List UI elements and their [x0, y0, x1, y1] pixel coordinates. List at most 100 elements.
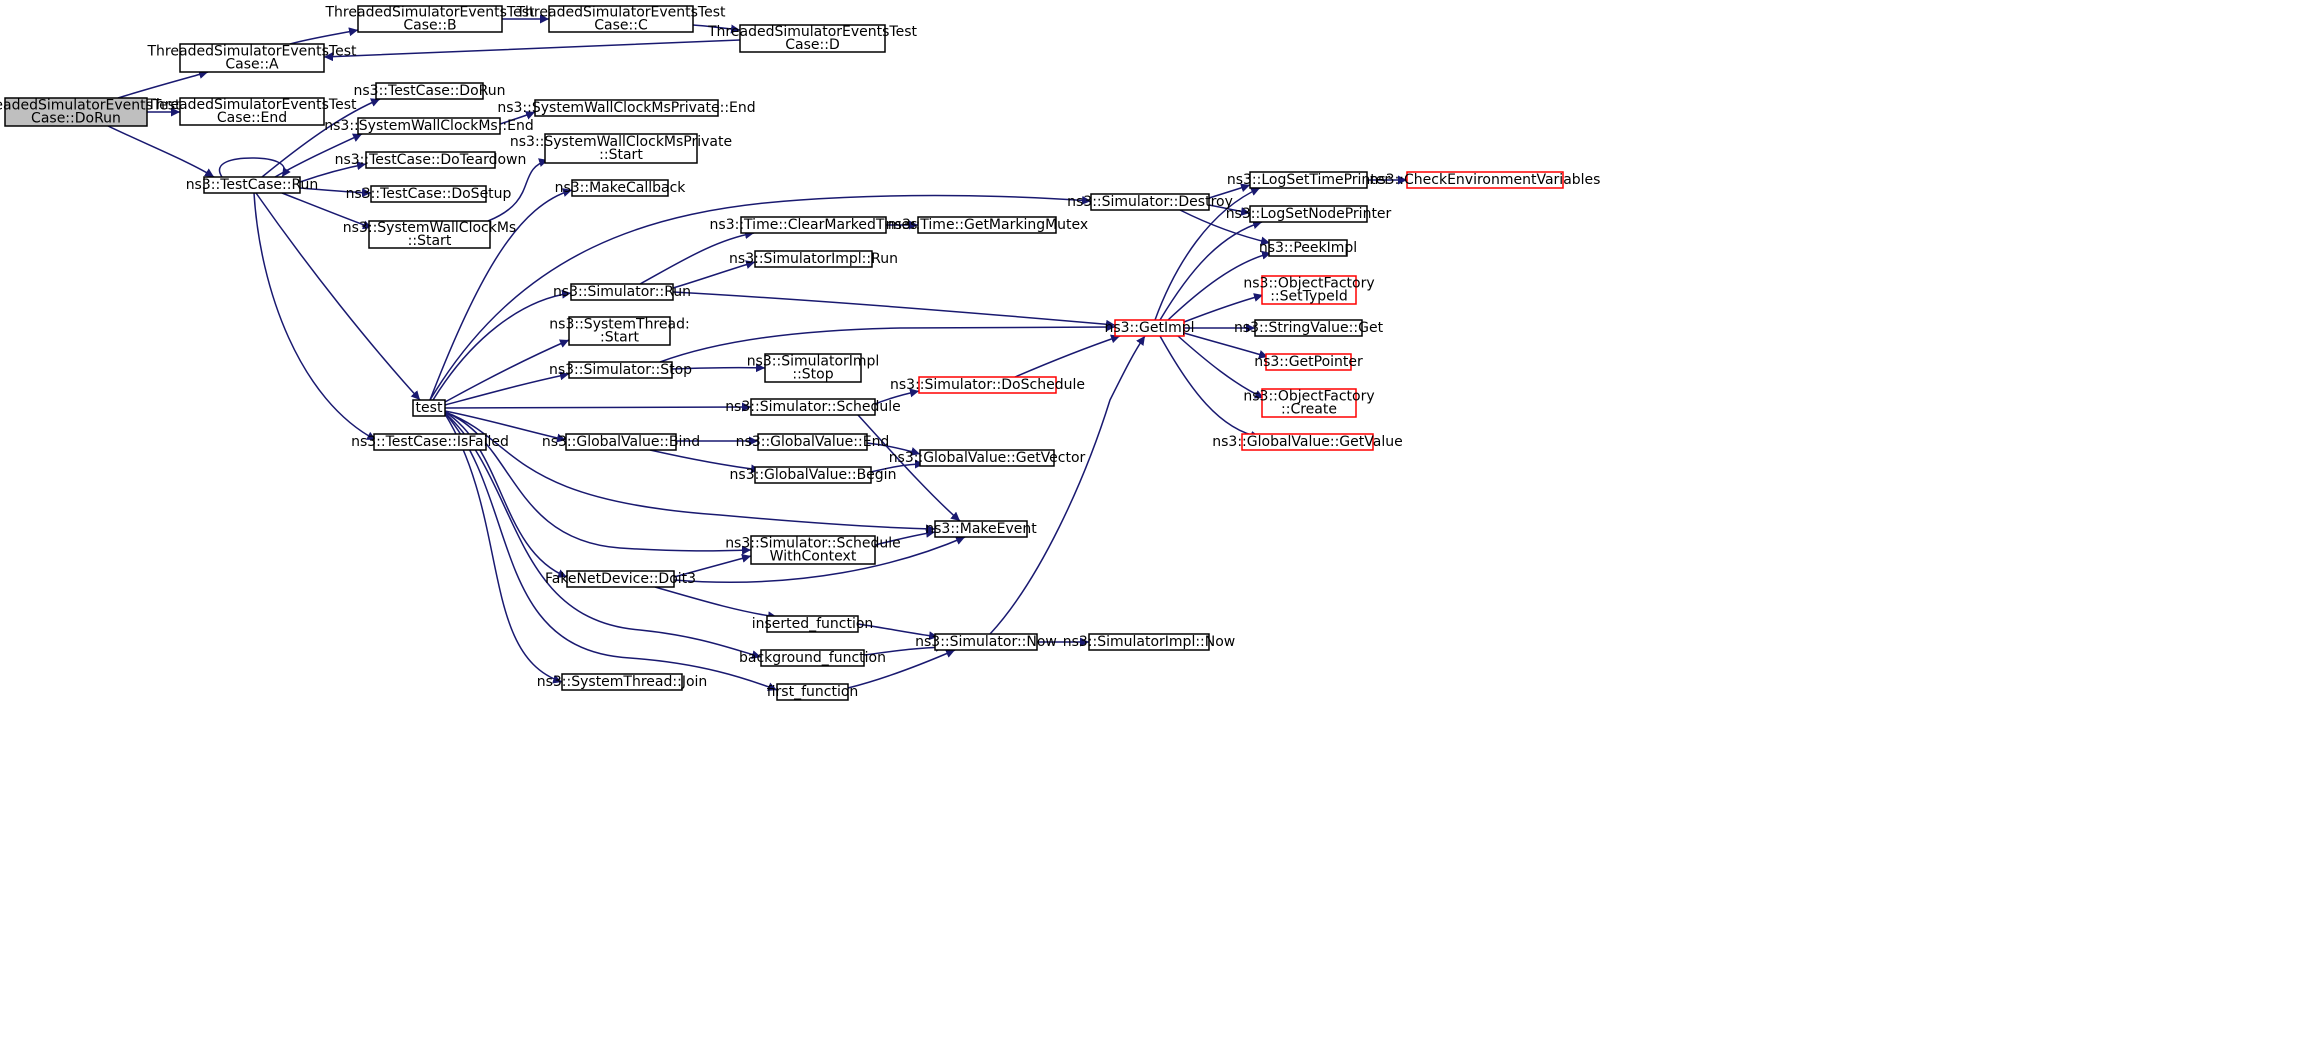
node-simimpl_run[interactable]: ns3::SimulatorImpl::Run [729, 250, 898, 268]
node-box [412, 399, 446, 417]
node-swc_end[interactable]: ns3::SystemWallClockMs::End [324, 117, 534, 135]
node-simimpl_now[interactable]: ns3::SimulatorImpl::Now [1063, 633, 1236, 651]
node-tc_isfailed[interactable]: ns3::TestCase::IsFailed [351, 433, 509, 451]
edge-inserted_fn-to-sim_now [857, 623, 939, 641]
node-check_env[interactable]: ns3::CheckEnvironmentVariables [1370, 171, 1601, 189]
node-box [1261, 388, 1357, 418]
node-background_fn[interactable]: background_function [739, 649, 886, 667]
node-gv_getvalue[interactable]: ns3::GlobalValue::GetValue [1212, 433, 1403, 451]
node-label: ns3::SystemWallClockMsPrivate [510, 134, 732, 150]
node-label: ns3::CheckEnvironmentVariables [1370, 172, 1601, 188]
node-inserted_fn[interactable]: inserted_function [752, 615, 874, 633]
node-label: ns3::MakeEvent [925, 521, 1037, 537]
node-box [365, 151, 496, 169]
edge-tc_run-to-swc_start [281, 192, 373, 230]
node-label: ns3::Simulator::Stop [549, 362, 692, 378]
node-simimpl_stop[interactable]: ns3::SimulatorImpl::Stop [747, 353, 880, 383]
node-label: Case::A [225, 57, 279, 73]
node-tc_setup[interactable]: ns3::TestCase::DoSetup [346, 185, 512, 203]
node-tc_dorun[interactable]: ns3::TestCase::DoRun [354, 82, 506, 100]
edge-tc_run-to-tc_isfailed [253, 192, 377, 441]
node-sv_get[interactable]: ns3::StringValue::Get [1234, 319, 1384, 337]
node-label: ns3::PeekImpl [1259, 240, 1357, 256]
node-label: ns3::TestCase::DoTeardown [335, 152, 527, 168]
edge-test-to-sim_destroy [429, 194, 1092, 401]
node-gv_end[interactable]: ns3::GlobalValue::End [736, 433, 890, 451]
node-label: ns3::GlobalValue::Begin [730, 467, 897, 483]
edge-tc_run-to-tc_teardown [299, 161, 367, 183]
node-label: ns3::Simulator::Destroy [1067, 194, 1233, 210]
edge-test-to-sim_schedule [444, 402, 752, 412]
edge-dorun_root-to-tc_run [107, 125, 215, 178]
node-box [548, 5, 694, 33]
node-make_event[interactable]: ns3::MakeEvent [925, 520, 1037, 538]
node-box [934, 633, 1038, 651]
edge-test-to-make_callback [429, 188, 573, 401]
node-make_callback[interactable]: ns3::MakeCallback [555, 179, 687, 197]
node-label: Case::End [217, 110, 287, 126]
node-st_join[interactable]: ns3::SystemThread::Join [537, 673, 708, 691]
node-label: ::Start [408, 233, 452, 249]
node-label: ns3::SystemWallClockMs [343, 220, 516, 236]
node-box [4, 97, 148, 127]
edge-test-to-background_fn [444, 412, 762, 660]
node-sim_destroy[interactable]: ns3::Simulator::Destroy [1067, 193, 1233, 211]
node-sim_run[interactable]: ns3::Simulator::Run [553, 283, 691, 301]
node-box [568, 316, 671, 346]
edge-test-to-fake_doit3 [444, 411, 568, 578]
edge-test-to-gv_bind [444, 410, 567, 443]
node-time_clear[interactable]: ns3::Time::ClearMarkedTimes [710, 216, 918, 234]
node-label: ns3::SystemThread::Join [537, 674, 708, 690]
edge-sim_now-to-get_impl [989, 335, 1146, 635]
node-box [1249, 205, 1368, 223]
node-sim_stop[interactable]: ns3::Simulator::Stop [549, 361, 692, 379]
edge-tc_run-to-tc_dorun [261, 98, 381, 178]
node-test[interactable]: test [412, 399, 446, 417]
node-of_create[interactable]: ns3::ObjectFactory::Create [1243, 388, 1375, 418]
node-peek_impl[interactable]: ns3::PeekImpl [1259, 239, 1357, 257]
node-label: inserted_function [752, 616, 874, 632]
edge-tc_run-to-tc_setup [299, 187, 372, 198]
node-tc_teardown[interactable]: ns3::TestCase::DoTeardown [335, 151, 527, 169]
node-get_pointer[interactable]: ns3::GetPointer [1254, 353, 1363, 371]
node-log_node[interactable]: ns3::LogSetNodePrinter [1226, 205, 1392, 223]
edge-test-to-sim_run [432, 289, 572, 401]
node-log_time[interactable]: ns3::LogSetTimePrinter [1227, 171, 1391, 189]
edge-get_impl-to-log_time [1154, 187, 1261, 321]
node-of_settypeid[interactable]: ns3::ObjectFactory::SetTypeId [1243, 275, 1375, 305]
node-time_mutex[interactable]: ns3::Time::GetMarkingMutex [886, 216, 1088, 234]
node-box [203, 176, 301, 194]
node-gv_bind[interactable]: ns3::GlobalValue::Bind [542, 433, 700, 451]
node-gv_begin[interactable]: ns3::GlobalValue::Begin [730, 466, 897, 484]
edge-gv_bind-to-gv_begin [649, 449, 761, 474]
node-first_fn[interactable]: first_function [767, 683, 859, 701]
node-swcp_start[interactable]: ns3::SystemWallClockMsPrivate::Start [510, 133, 732, 164]
node-sim_now[interactable]: ns3::Simulator::Now [915, 633, 1057, 651]
node-tc_run[interactable]: ns3::TestCase::Run [186, 176, 319, 194]
node-fake_doit3[interactable]: FakeNetDevice::Doit3 [545, 570, 696, 588]
node-box [373, 433, 487, 451]
node-get_impl[interactable]: ns3::GetImpl [1104, 319, 1195, 337]
node-label: ThreadedSimulatorEventsTest [147, 97, 357, 113]
node-sim_schedule[interactable]: ns3::Simulator::Schedule [725, 398, 901, 416]
node-st_start[interactable]: ns3::SystemThread::Start [549, 316, 690, 346]
edge-get_impl-to-of_settypeid [1183, 293, 1264, 323]
node-swcp_end[interactable]: ns3::SystemWallClockMsPrivate::End [497, 99, 756, 117]
edge-test-to-st_start [444, 339, 570, 403]
node-gv_getvector[interactable]: ns3::GlobalValue::GetVector [889, 449, 1086, 467]
edge-get_impl-to-of_create [1177, 335, 1265, 399]
node-label: ns3::Simulator::DoSchedule [890, 377, 1085, 393]
node-box [917, 216, 1057, 234]
node-box [179, 97, 325, 126]
node-label: FakeNetDevice::Doit3 [545, 571, 696, 587]
node-label: WithContext [770, 549, 857, 565]
node-swc_start[interactable]: ns3::SystemWallClockMs::Start [343, 220, 516, 249]
node-sim_doschedule[interactable]: ns3::Simulator::DoSchedule [890, 376, 1085, 394]
edge-fake_doit3-to-make_event [673, 536, 966, 583]
